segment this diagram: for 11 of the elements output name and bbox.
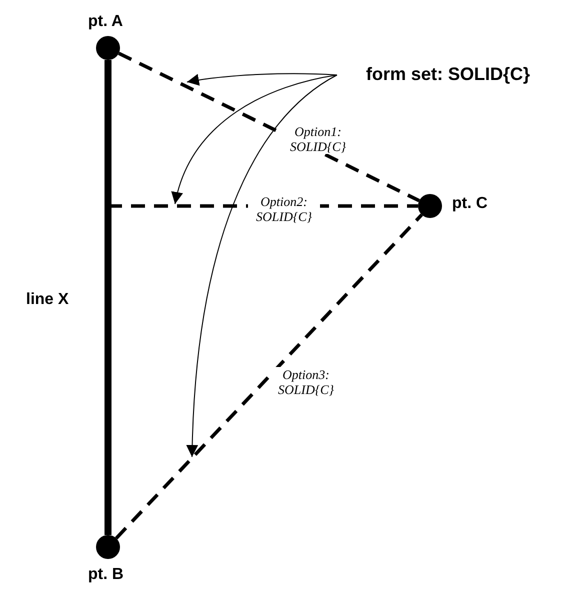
thick-line	[104, 60, 112, 535]
dashed-line	[114, 214, 424, 540]
curved-arrow	[186, 74, 338, 458]
point-label: pt. A	[88, 13, 123, 31]
curved-arrow	[186, 73, 338, 86]
point-label: pt. B	[88, 566, 124, 584]
annotation-text: form set: SOLID{C}	[366, 64, 530, 85]
edge-label: Option2: SOLID{C}	[248, 194, 320, 224]
point-label: pt. C	[452, 195, 488, 213]
edge-label: line X	[25, 292, 70, 307]
curved-arrow	[172, 74, 338, 204]
